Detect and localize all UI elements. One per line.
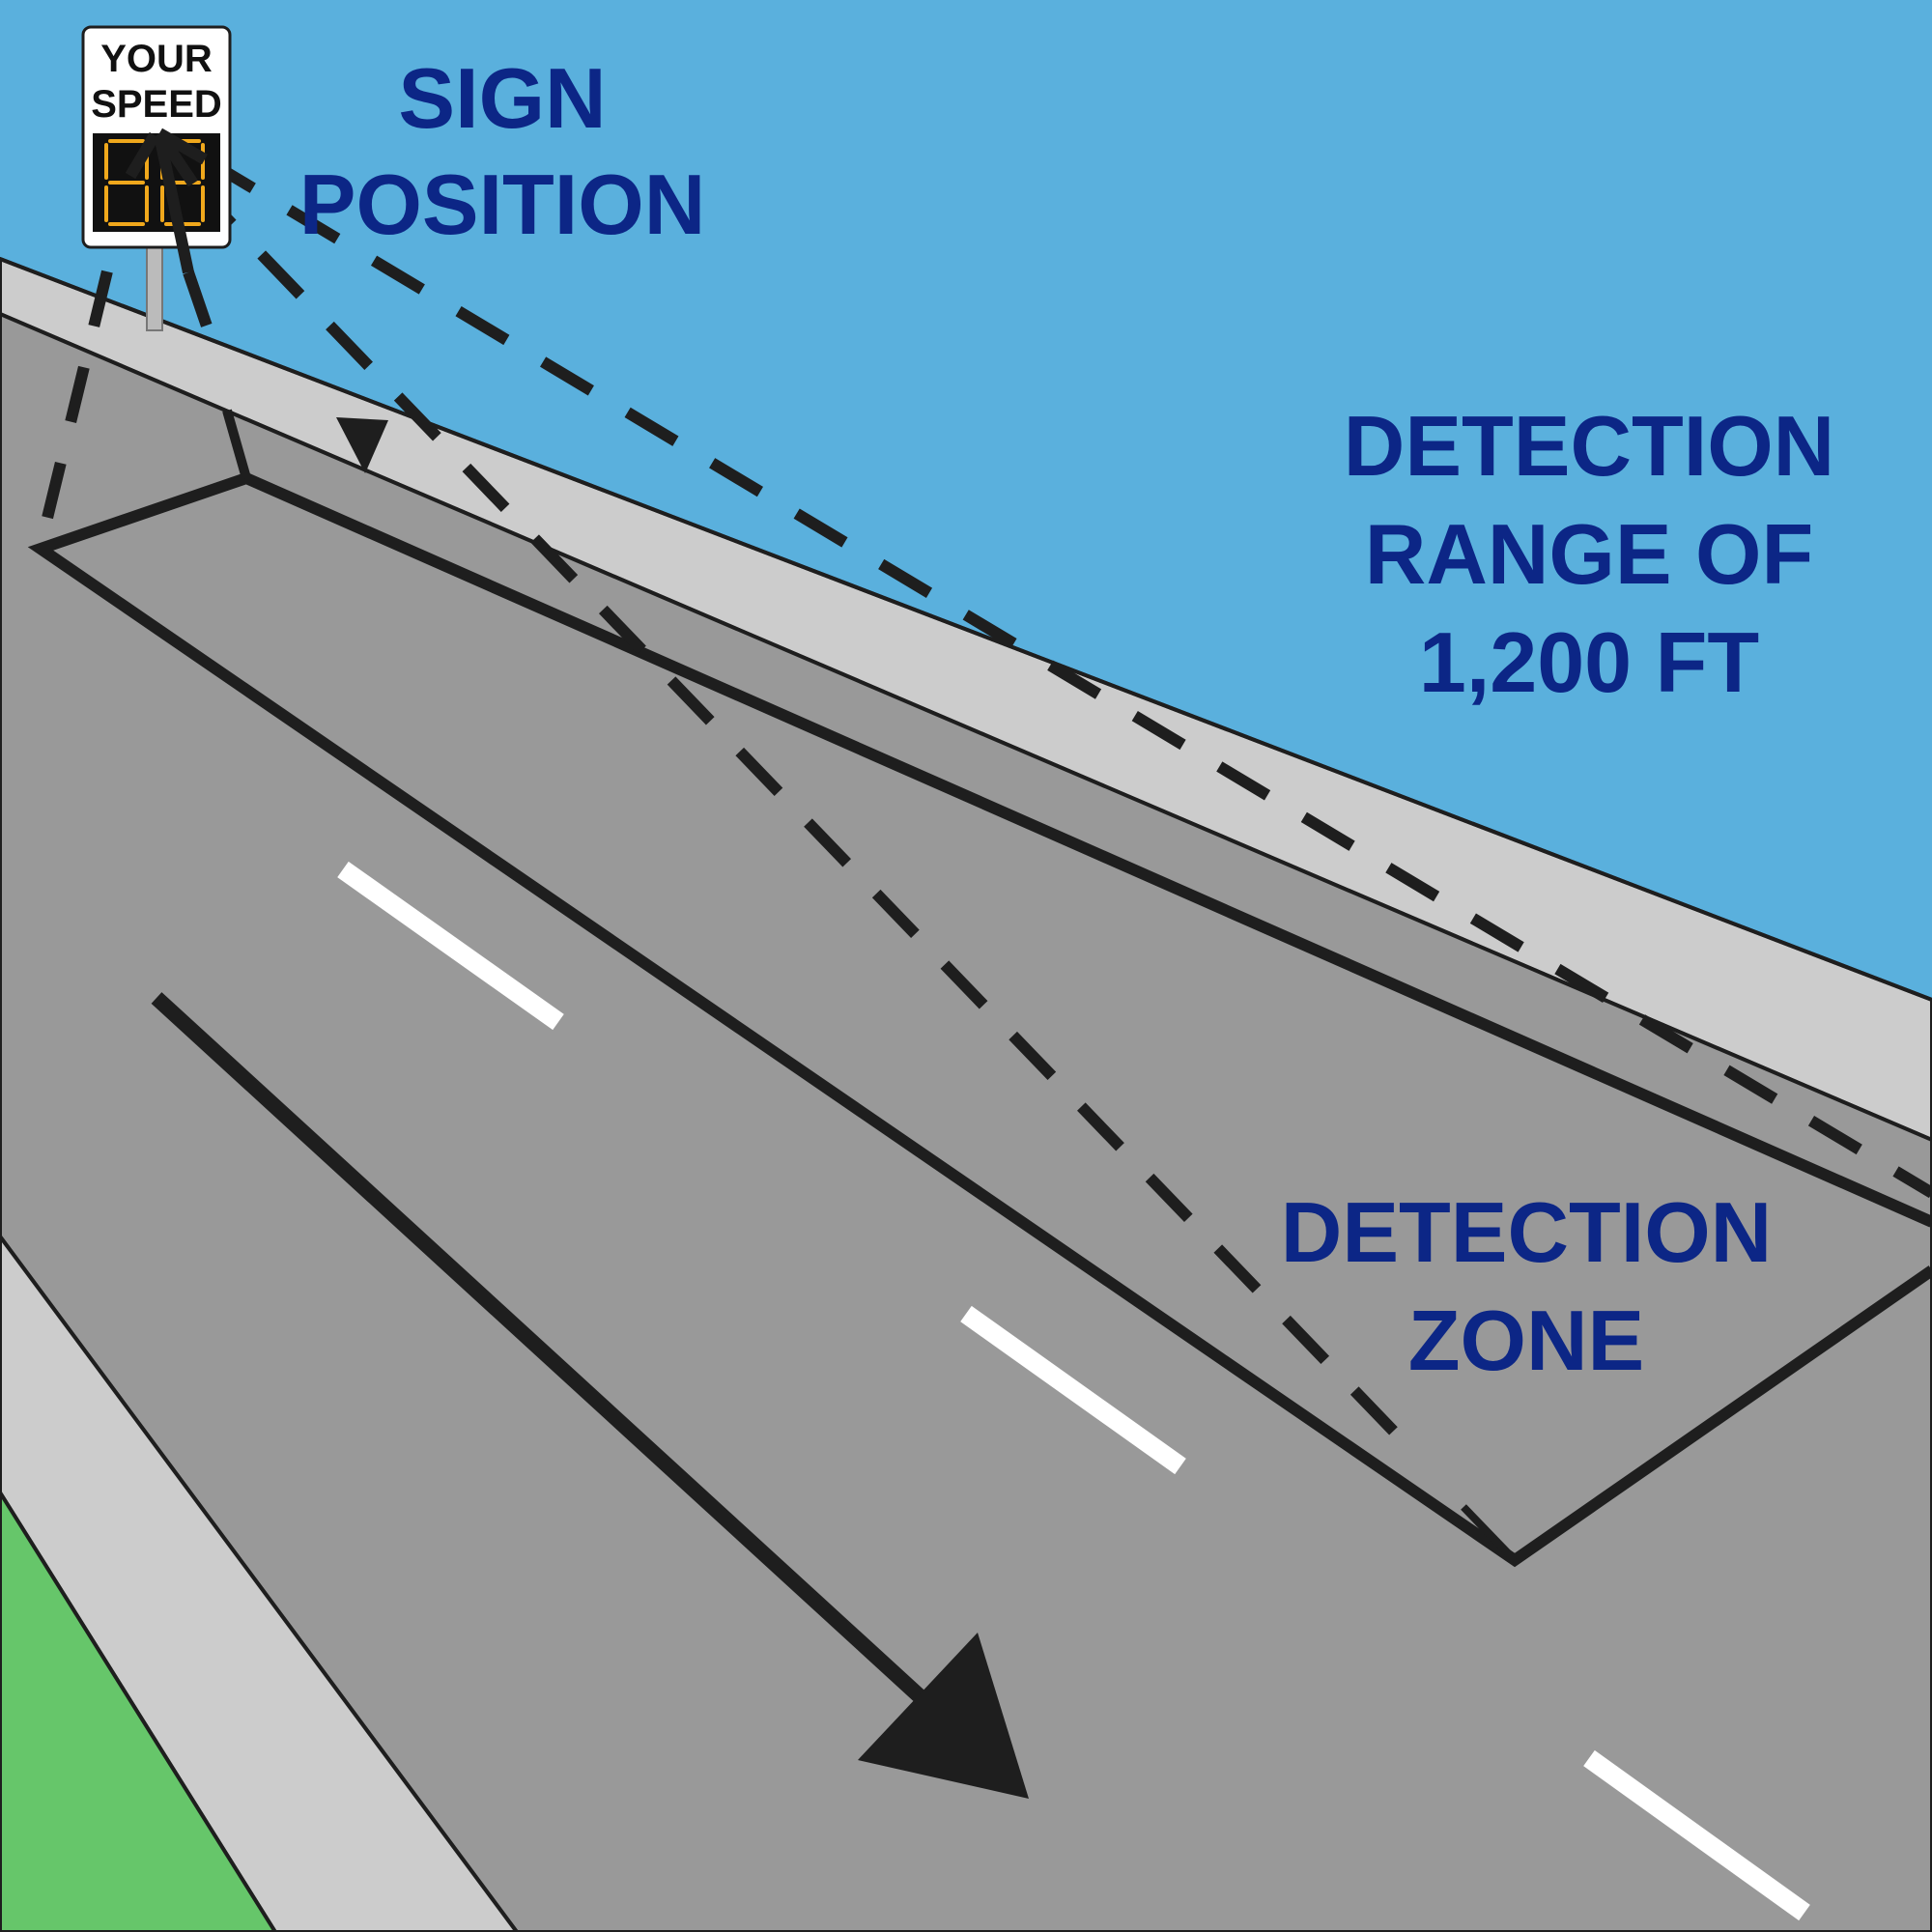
detection-zone-line: ZONE [1407, 1293, 1645, 1388]
traffic-arrow-shaft [151, 992, 972, 1745]
sign-position-label: SIGN POSITION [251, 56, 753, 247]
road-surface [0, 311, 1932, 1932]
traffic-direction-arrow-icon [151, 992, 1029, 1799]
detection-range-line: RANGE OF [1364, 506, 1814, 602]
beam-line-right [183, 270, 218, 345]
sign-pole [146, 242, 163, 331]
sign-line1: YOUR [100, 38, 213, 80]
detection-zone-outline [27, 471, 1932, 1568]
sign-line2: SPEED [91, 83, 222, 126]
zone-connector [1461, 1504, 1518, 1563]
grass [0, 1489, 278, 1932]
detection-zone-label: DETECTION ZONE [1236, 1190, 1816, 1383]
lane-marking [960, 1305, 1186, 1475]
detection-range-line: 1,200 FT [1418, 614, 1760, 710]
sign-position-line: POSITION [298, 156, 706, 252]
curb-line [0, 257, 1932, 1002]
detection-beam [35, 154, 1932, 1463]
range-return-arrow-icon [336, 417, 388, 473]
traffic-arrow-head [858, 1633, 1029, 1799]
beam-line-left [35, 174, 136, 548]
sign-position-line: SIGN [398, 50, 607, 146]
lane-marking [1583, 1749, 1810, 1921]
beam-line-upper [201, 154, 1932, 1199]
beam-origin [125, 128, 208, 274]
detection-range-label: DETECTION RANGE OF 1,200 FT [1285, 404, 1893, 705]
lane-marking [337, 861, 564, 1031]
detection-range-line: DETECTION [1343, 398, 1835, 494]
zone-connector [222, 409, 251, 480]
near-shoulder [0, 1233, 520, 1932]
detection-zone-line: DETECTION [1280, 1184, 1773, 1280]
